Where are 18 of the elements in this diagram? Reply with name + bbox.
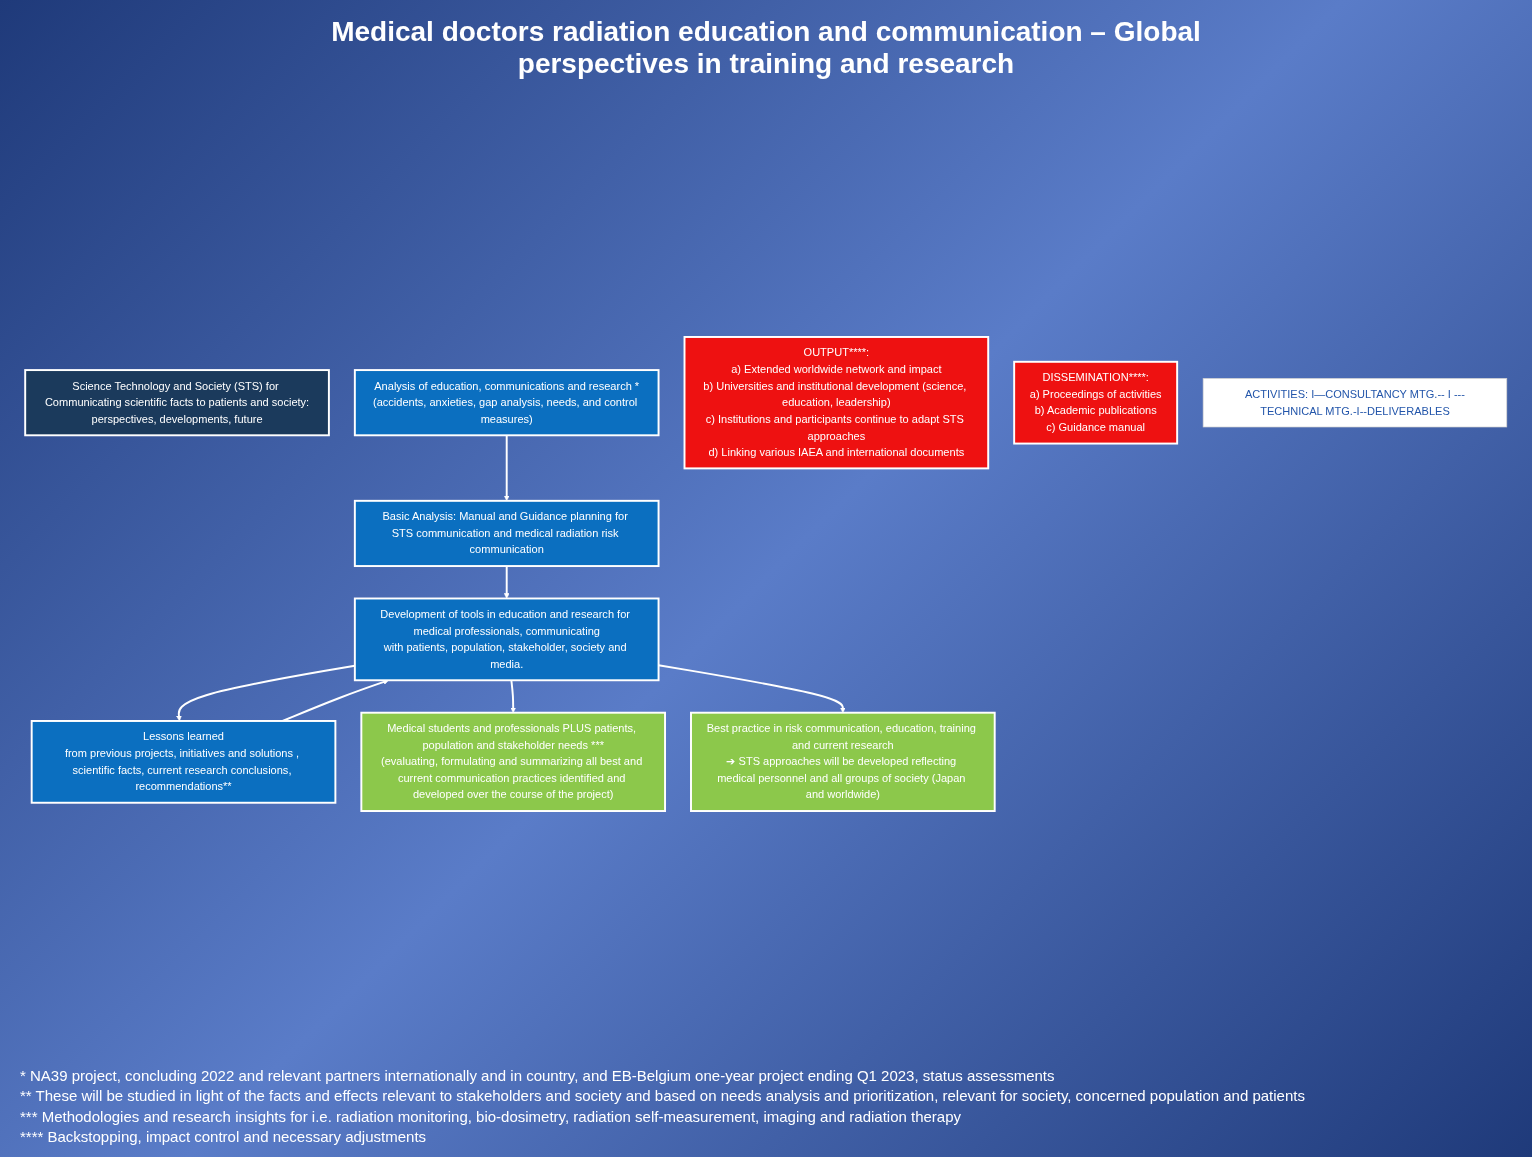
- node-box: Analysis of education, communications and research * (accidents, anxieties, gap analysis, needs, and control measures): [353, 369, 660, 437]
- arrow: [510, 679, 517, 713]
- node-box: Science Technology and Society (STS) for Communicating scientific facts to patients and society: perspectives, developments, future: [24, 369, 330, 437]
- node-box: Best practice in risk communication, education, training and current research ➔ STS approaches will be developed reflecting medical personnel and all groups of society (Japan and worldwide): [690, 711, 996, 812]
- node-box: ACTIVITIES: I—CONSULTANCY MTG.-- I ---TECHNICAL MTG.-I--DELIVERABLES: [1202, 378, 1508, 428]
- footnote: ** These will be studied in light of the facts and effects relevant to stakeholders and society and based on needs analysis and prioritization, relevant for society, concerned population and patients: [20, 1086, 1306, 1107]
- node-box: DISSEMINATION****: a) Proceedings of activities b) Academic publications c) Guidance manual: [1013, 360, 1179, 445]
- node-box: Lessons learned from previous projects, initiatives and solutions , scientific facts, current research conclusions, recommendations**: [30, 720, 337, 804]
- footnote: **** Backstopping, impact control and necessary adjustments: [20, 1126, 428, 1147]
- arrow: [503, 434, 510, 502]
- node-box: Basic Analysis: Manual and Guidance planning for STS communication and medical radiation risk communication: [353, 499, 660, 568]
- node-box: Development of tools in education and research for medical professionals, communicating with patients, population, stakeholder, society and media.: [353, 597, 660, 682]
- node-box: OUTPUT****: a) Extended worldwide network and impact b) Universities and institutional development (science, education, leadership) c) Institutions and participants continue to adapt STS approaches d) Linking various IAEA and international documents: [683, 336, 990, 470]
- arrow: [503, 565, 510, 599]
- footnote: *** Methodologies and research insights for i.e. radiation monitoring, bio-dosimetry, radiation self-measurement, imaging and radiation therapy: [20, 1106, 963, 1127]
- diagram-title: Medical doctors radiation education and communication – Global perspectives in training and research: [330, 16, 1202, 80]
- footnote: * NA39 project, concluding 2022 and relevant partners internationally and in country, and EB-Belgium one-year project ending Q1 2023, status assessments: [20, 1066, 1056, 1086]
- node-box: Medical students and professionals PLUS patients, population and stakeholder needs *** (evaluating, formulating and summarizing all best and current communication practices identified and developed over the course of the project): [360, 711, 666, 812]
